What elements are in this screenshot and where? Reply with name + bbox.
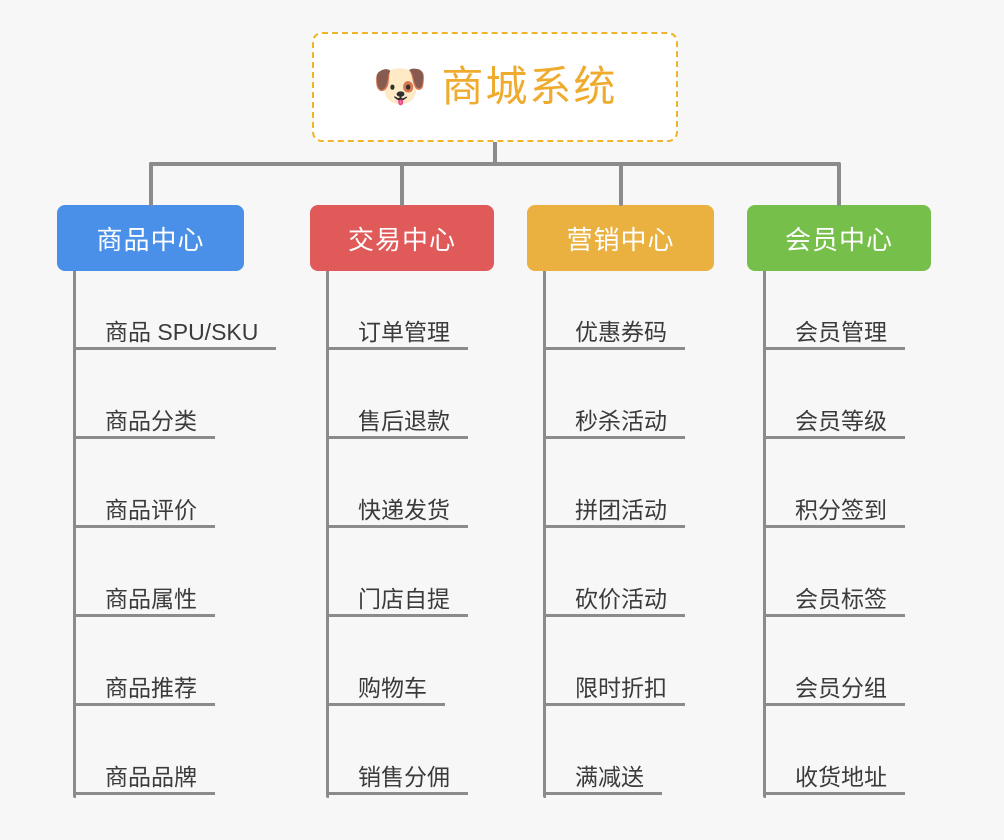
leaf-item-label: 售后退款 <box>358 408 450 434</box>
connector-branch-1 <box>148 162 153 206</box>
leaf-item-underline <box>326 614 468 617</box>
leaf-item-label: 会员标签 <box>795 586 887 612</box>
leaf-item-label: 会员管理 <box>795 319 887 345</box>
leaf-item-label: 商品属性 <box>105 586 197 612</box>
leaf-item-underline <box>326 436 468 439</box>
leaf-item-label: 会员分组 <box>795 675 887 701</box>
leaf-item-label: 商品推荐 <box>105 675 197 701</box>
branch-header-label: 商品中心 <box>96 224 205 255</box>
leaf-item-underline <box>543 792 662 795</box>
leaf-item-label: 秒杀活动 <box>575 408 667 434</box>
root-title: 商城系统 <box>441 63 618 110</box>
leaf-item-label: 优惠券码 <box>575 319 667 345</box>
branch-rail-1 <box>73 271 76 798</box>
leaf-item-label: 商品评价 <box>105 497 197 523</box>
branch-2: 交易中心 <box>310 205 494 271</box>
branch-header-button[interactable]: 营销中心 <box>527 205 714 271</box>
leaf-item-label: 商品 SPU/SKU <box>105 319 259 345</box>
leaf-item-underline <box>763 525 905 528</box>
branch-rail-2 <box>326 271 329 798</box>
leaf-item-underline <box>326 792 468 795</box>
branch-header-label: 会员中心 <box>784 224 893 255</box>
connector-branch-4 <box>837 162 841 206</box>
leaf-item-underline <box>543 436 685 439</box>
shiba-dog-icon: 🐶 <box>372 62 428 111</box>
leaf-item-label: 商品品牌 <box>105 764 197 790</box>
leaf-item-underline <box>543 703 685 706</box>
root-node[interactable]: 🐶 商城系统 <box>312 32 678 142</box>
branch-header-button[interactable]: 商品中心 <box>57 205 244 271</box>
leaf-item-label: 销售分佣 <box>358 764 450 790</box>
leaf-item-label: 拼团活动 <box>575 497 667 523</box>
leaf-item-underline <box>543 614 685 617</box>
leaf-item-label: 积分签到 <box>795 497 887 523</box>
leaf-item-underline <box>543 525 685 528</box>
leaf-item-underline <box>326 347 468 350</box>
leaf-item-underline <box>73 436 215 439</box>
leaf-item-underline <box>763 792 905 795</box>
leaf-item-underline <box>763 703 905 706</box>
leaf-item-label: 收货地址 <box>795 764 887 790</box>
branch-4: 会员中心 <box>747 205 931 271</box>
leaf-item-underline <box>73 703 215 706</box>
leaf-item-underline <box>763 436 905 439</box>
branch-3: 营销中心 <box>527 205 714 271</box>
branch-rail-4 <box>763 271 766 798</box>
branch-header-button[interactable]: 交易中心 <box>310 205 494 271</box>
leaf-item-label: 砍价活动 <box>575 586 667 612</box>
leaf-item-underline <box>73 792 215 795</box>
leaf-item-underline <box>73 525 215 528</box>
branch-header-label: 交易中心 <box>347 224 456 255</box>
connector-branch-2 <box>400 162 404 206</box>
leaf-item-underline <box>326 525 468 528</box>
leaf-item-underline <box>543 347 685 350</box>
leaf-item-label: 会员等级 <box>795 408 887 434</box>
leaf-item-underline <box>763 614 905 617</box>
branch-header-button[interactable]: 会员中心 <box>747 205 931 271</box>
connector-root-stem <box>493 142 497 164</box>
branch-rail-3 <box>543 271 546 798</box>
leaf-item-label: 购物车 <box>358 675 427 701</box>
leaf-item-label: 商品分类 <box>105 408 197 434</box>
leaf-item-label: 门店自提 <box>358 586 450 612</box>
leaf-item-underline <box>763 347 905 350</box>
leaf-item-underline <box>326 703 445 706</box>
leaf-item-label: 订单管理 <box>358 319 450 345</box>
branch-1: 商品中心 <box>57 205 244 271</box>
leaf-item-underline <box>73 347 277 350</box>
leaf-item-label: 满减送 <box>575 764 644 790</box>
branch-header-label: 营销中心 <box>566 224 675 255</box>
leaf-item-underline <box>73 614 215 617</box>
connector-bus <box>149 162 841 166</box>
leaf-item-label: 快递发货 <box>358 497 450 523</box>
connector-branch-3 <box>618 162 623 206</box>
leaf-item-label: 限时折扣 <box>575 675 667 701</box>
